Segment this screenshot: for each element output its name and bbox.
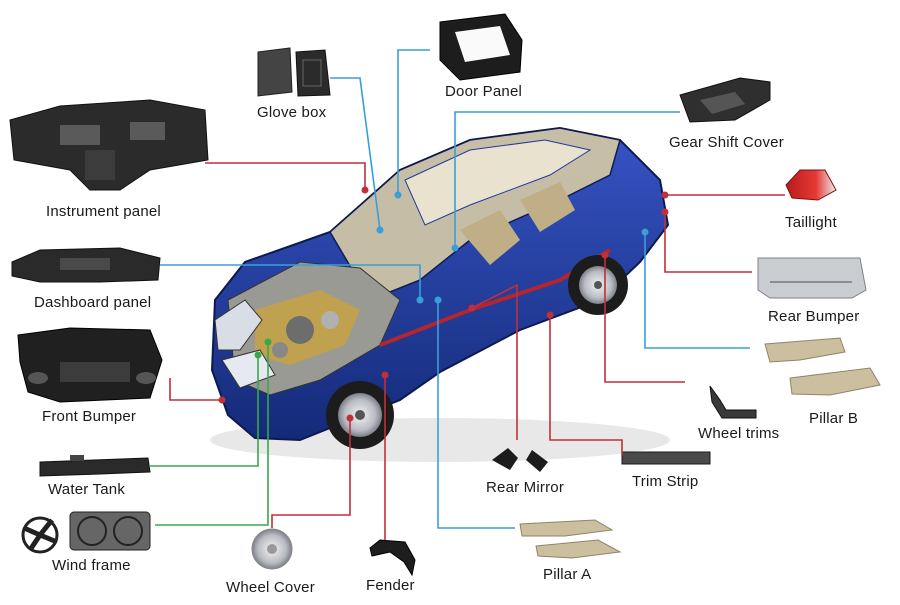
leader-dashboard-panel-dot xyxy=(416,296,424,304)
label-wheel-cover: Wheel Cover xyxy=(226,579,315,596)
label-instrument-panel: Instrument panel xyxy=(46,203,161,220)
leader-trim-strip-dot xyxy=(546,311,554,319)
label-wheel-trims: Wheel trims xyxy=(698,425,780,442)
parts-illustrations xyxy=(9,13,881,577)
gear-shift-cover-part xyxy=(679,77,771,123)
water-tank-part xyxy=(39,455,151,477)
glove-box-part xyxy=(257,47,331,97)
leader-wheel-cover-dot xyxy=(346,414,354,422)
fender-part xyxy=(369,539,416,577)
rear-bumper-part xyxy=(757,257,867,299)
leader-instrument-panel-dot xyxy=(361,186,369,194)
leader-rear-mirror-dot xyxy=(468,304,476,312)
leader-rear-mirror xyxy=(471,283,518,440)
leader-water-tank-dot xyxy=(254,351,262,359)
label-fender: Fender xyxy=(366,577,415,594)
leader-taillight-dot xyxy=(661,191,669,199)
leader-pillar-a-dot xyxy=(434,296,442,304)
label-trim-strip: Trim Strip xyxy=(632,473,699,490)
dashboard-panel-part xyxy=(11,247,161,283)
leader-wheel-trims-dot xyxy=(601,251,609,259)
leader-glove-box-dot xyxy=(376,226,384,234)
leader-pillar-b xyxy=(644,232,750,349)
leader-rear-bumper-dot xyxy=(661,208,669,216)
leader-wind-frame xyxy=(155,342,269,526)
wind-frame-part xyxy=(21,511,151,554)
leader-front-bumper xyxy=(169,378,222,401)
label-front-bumper: Front Bumper xyxy=(42,408,137,425)
label-pillar-b: Pillar B xyxy=(809,410,859,427)
label-glove-box: Glove box xyxy=(257,104,327,121)
leader-lines xyxy=(150,49,785,540)
wheel-trims-part xyxy=(709,385,757,419)
label-rear-bumper: Rear Bumper xyxy=(768,308,860,325)
label-taillight: Taillight xyxy=(785,214,837,231)
door-panel-part xyxy=(439,13,523,81)
label-rear-mirror: Rear Mirror xyxy=(486,479,565,496)
label-water-tank: Water Tank xyxy=(48,481,126,498)
leader-fender-dot xyxy=(381,371,389,379)
leader-door-panel xyxy=(397,49,430,195)
leader-front-bumper-dot xyxy=(218,396,226,404)
leader-door-panel-dot xyxy=(394,191,402,199)
leader-wind-frame-dot xyxy=(264,338,272,346)
car-illustration xyxy=(210,126,670,462)
leader-dashboard-panel xyxy=(160,264,421,300)
leader-pillar-a xyxy=(437,300,515,529)
front-bumper-part xyxy=(17,327,163,403)
label-pillar-a: Pillar A xyxy=(543,566,592,583)
trim-strip-part xyxy=(621,451,711,465)
leader-gear-shift-cover-dot xyxy=(451,244,459,252)
leader-water-tank xyxy=(150,355,259,467)
pillar-a-part xyxy=(519,519,622,559)
rear-mirror-part xyxy=(492,448,548,472)
leader-instrument-panel xyxy=(205,162,366,190)
pillar-b-part xyxy=(764,337,881,396)
leader-trim-strip xyxy=(549,315,623,455)
taillight-part xyxy=(785,169,837,201)
leader-gear-shift-cover xyxy=(454,111,680,248)
wheel-cover-part xyxy=(251,528,293,570)
instrument-panel-part xyxy=(9,99,209,191)
leader-glove-box xyxy=(330,77,381,231)
label-dashboard-panel: Dashboard panel xyxy=(34,294,152,311)
label-gear-shift-cover: Gear Shift Cover xyxy=(669,134,784,151)
leader-pillar-b-dot xyxy=(641,228,649,236)
leader-wheel-cover xyxy=(271,418,351,528)
label-door-panel: Door Panel xyxy=(445,83,523,100)
leader-wheel-trims xyxy=(604,255,685,383)
label-wind-frame: Wind frame xyxy=(52,557,131,574)
leader-rear-bumper xyxy=(664,212,752,273)
